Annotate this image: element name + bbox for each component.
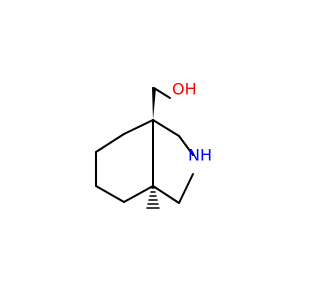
hashed-bond-h bbox=[146, 187, 160, 209]
bond-ch2-o bbox=[153, 87, 171, 99]
bond-n-c1 bbox=[178, 173, 194, 204]
bond-c1-c7a bbox=[152, 185, 180, 204]
structure-diagram: OH NH bbox=[95, 80, 212, 209]
bond-ring-top bbox=[123, 119, 154, 135]
atom-label-oh: OH bbox=[172, 80, 197, 99]
bond-ring-upper-left bbox=[95, 133, 125, 153]
atom-label-nh: NH bbox=[188, 146, 212, 165]
bond-ring-lower-left bbox=[95, 185, 125, 203]
bond-c3a-c3 bbox=[152, 119, 180, 137]
molecule-canvas: OH NH bbox=[95, 79, 212, 209]
bond-ring-bottom bbox=[123, 185, 154, 203]
wedge-bond-ch2oh bbox=[152, 87, 156, 120]
bond-c3-n bbox=[178, 135, 194, 156]
